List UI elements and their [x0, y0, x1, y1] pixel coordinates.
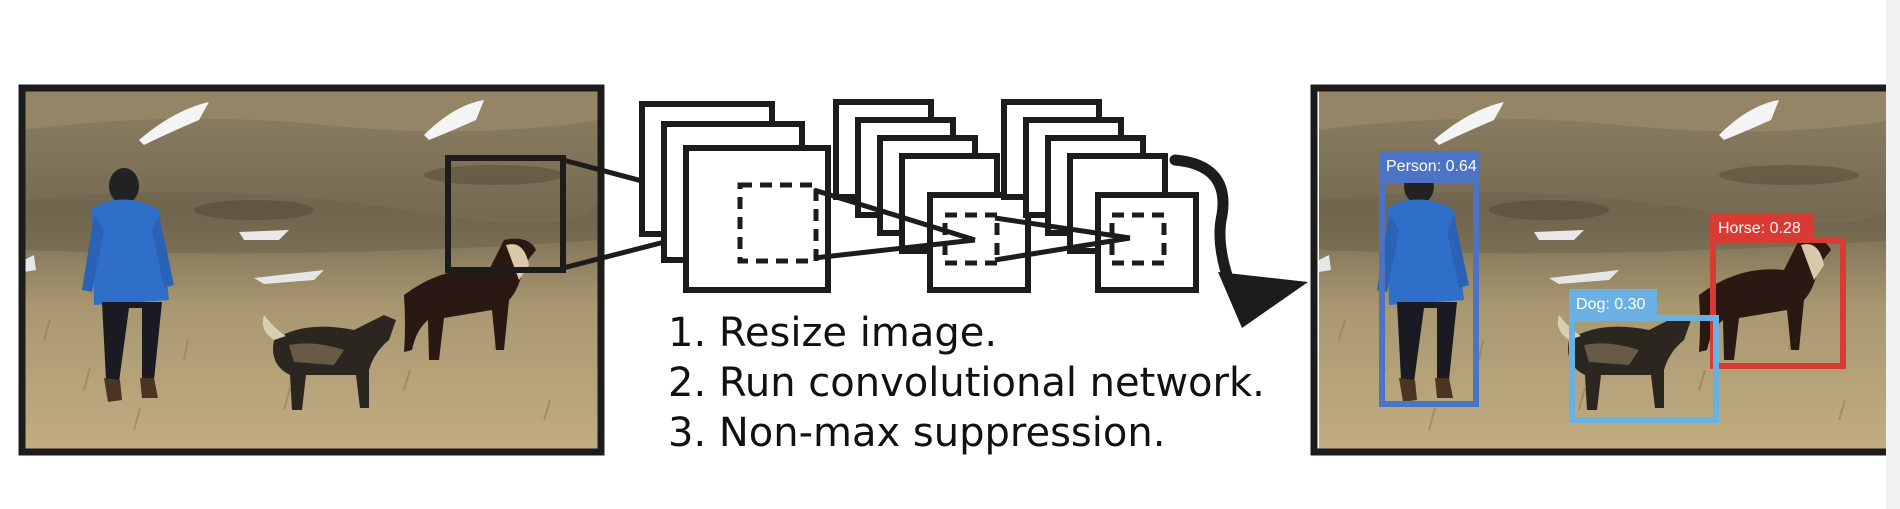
- output-arrow: [1169, 154, 1308, 328]
- vertical-scrollbar[interactable]: [1886, 0, 1900, 509]
- step-resize: 1. Resize image.: [668, 310, 998, 356]
- input-image: [18, 84, 605, 456]
- pipeline-steps: 1. Resize image. 2. Run convolutional ne…: [668, 308, 1265, 458]
- step-nms: 3. Non-max suppression.: [668, 410, 1166, 456]
- detection-person: Person: 0.64: [1379, 151, 1479, 407]
- label-tag: [1379, 151, 1479, 180]
- label-tag: [1710, 214, 1814, 242]
- detection-label: Horse: 0.28: [1718, 220, 1801, 237]
- output-image: [1310, 84, 1900, 456]
- label-tag: [1569, 289, 1657, 318]
- conv-network: [639, 99, 1199, 293]
- step-run-network: 2. Run convolutional network.: [668, 360, 1265, 406]
- detection-label: Person: 0.64: [1386, 158, 1477, 175]
- receptive-fields: [737, 182, 1167, 266]
- layer-connectors: [813, 187, 1131, 263]
- conv-layer: [683, 145, 831, 293]
- detection-label: Dog: 0.30: [1576, 296, 1645, 313]
- detection-dog: Dog: 0.30: [1569, 289, 1719, 423]
- detection-horse: Horse: 0.28: [1710, 214, 1846, 369]
